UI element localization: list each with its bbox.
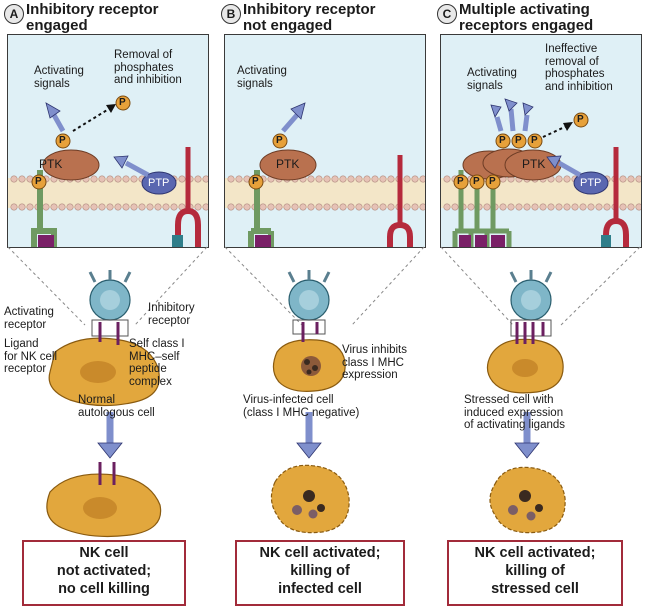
- panel-a: A Inhibitory receptor engaged: [0, 0, 215, 613]
- panel-a-ligand-label: Ligand for NK cell receptor: [4, 338, 58, 375]
- panel-b-title: Inhibitory receptor not engaged: [243, 1, 376, 34]
- panel-c-p2: P: [515, 135, 522, 146]
- panel-c-ptp-label: PTP: [580, 177, 602, 189]
- panel-c-removal-label: Ineffective removal of phosphates and in…: [545, 43, 613, 93]
- panel-a-ptk-label: PTK: [39, 157, 63, 171]
- panel-b-ptk-label: PTK: [276, 157, 300, 171]
- panel-a-outcome: NK cell not activated; no cell killing: [22, 540, 186, 606]
- panel-a-target-label: Normal autologous cell: [78, 394, 155, 419]
- panel-c-p6: P: [489, 176, 496, 187]
- panel-a-ptp-label: PTP: [148, 177, 170, 189]
- panel-b-p1: P: [276, 135, 283, 146]
- panel-c-activating-signals: Activating signals: [467, 67, 517, 92]
- panel-b-signaling-box: PTK P P Activating signals: [224, 34, 426, 248]
- panel-b-p2: P: [252, 176, 259, 187]
- panel-a-inhibitory-receptor-label: Inhibitory receptor: [148, 302, 195, 327]
- panel-a-activating-signals: Activating signals: [34, 65, 84, 90]
- panel-c-p1: P: [499, 135, 506, 146]
- panel-c-p4: P: [457, 176, 464, 187]
- panel-c-target-label: Stressed cell with induced expression of…: [464, 394, 566, 431]
- panel-a-p1: P: [59, 135, 66, 146]
- panel-a-activating-receptor-label: Activating receptor: [4, 306, 54, 331]
- panel-c-signaling-box: PTK PTP P P P P P P P Activating signals…: [440, 34, 642, 248]
- panel-a-self-mhc-label: Self class I MHC–self peptide complex: [129, 338, 185, 388]
- panel-b-membrane-diagram: [225, 102, 425, 247]
- panel-a-letter: A: [4, 4, 24, 24]
- panel-a-removal-label: Removal of phosphates and inhibition: [114, 49, 182, 86]
- panel-a-signaling-box: PTK PTP P P P Activating signals Removal…: [7, 34, 209, 248]
- panel-c-ptk-label: PTK: [522, 157, 546, 171]
- panel-a-p2: P: [35, 176, 42, 187]
- panel-a-membrane-diagram: [8, 95, 208, 247]
- panel-c-p5: P: [473, 176, 480, 187]
- panel-a-title: Inhibitory receptor engaged: [26, 1, 159, 34]
- panel-b-target-label: Virus-infected cell (class I MHC negativ…: [243, 394, 360, 419]
- panel-b-virus-label: Virus inhibits class I MHC expression: [342, 344, 407, 381]
- panel-b-outcome: NK cell activated; killing of infected c…: [235, 540, 405, 606]
- panel-c-outcome: NK cell activated; killing of stressed c…: [447, 540, 623, 606]
- panel-c-p7: P: [577, 114, 584, 125]
- panel-c-p3: P: [531, 135, 538, 146]
- panel-c-title: Multiple activating receptors engaged: [459, 1, 594, 34]
- panel-b: B Inhibitory receptor not engaged PTK P …: [217, 0, 432, 613]
- panel-a-p3: P: [119, 97, 126, 108]
- panel-c-letter: C: [437, 4, 457, 24]
- panel-b-activating-signals: Activating signals: [237, 65, 287, 90]
- panel-c-membrane-diagram: [441, 98, 641, 247]
- panel-c: C Multiple activating receptors engaged: [433, 0, 646, 613]
- panel-b-letter: B: [221, 4, 241, 24]
